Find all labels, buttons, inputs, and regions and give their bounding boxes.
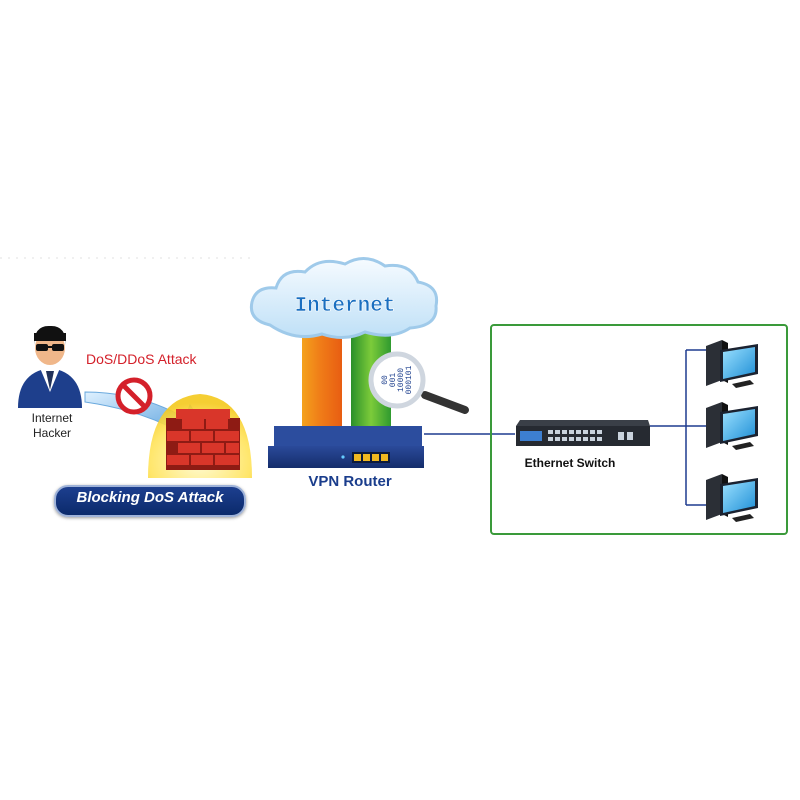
blocking-badge-label: Blocking DoS Attack xyxy=(76,489,224,506)
pc-icon xyxy=(706,340,758,388)
pc-icon xyxy=(706,474,758,522)
binary-text: 00 001 10000 000101 xyxy=(381,365,414,394)
switch-pc-links xyxy=(650,349,708,506)
pc-icon xyxy=(706,402,758,450)
binary-line: 10000 xyxy=(397,368,406,392)
magnifier-icon xyxy=(368,351,469,414)
ethernet-switch-device xyxy=(516,420,650,446)
binary-line: 000101 xyxy=(405,365,414,394)
hacker-icon xyxy=(18,325,82,408)
brick-wall-icon xyxy=(166,409,240,470)
prohibited-icon xyxy=(115,377,153,415)
hacker-label-line2: Hacker xyxy=(32,426,71,440)
binary-line: 001 xyxy=(389,373,398,388)
blocking-badge xyxy=(54,485,246,517)
hacker-label-line1: Internet xyxy=(31,411,73,425)
cloud-label: Internet xyxy=(295,295,396,318)
internet-cloud-icon xyxy=(249,257,439,339)
switch-label: Ethernet Switch xyxy=(524,456,616,470)
attack-label: DoS/DDoS Attack xyxy=(86,351,197,367)
binary-line: 00 xyxy=(381,375,390,385)
router-label: VPN Router xyxy=(308,473,392,490)
internet-link-orange xyxy=(302,330,342,430)
hacker-label: Internet Hacker xyxy=(20,411,84,441)
lan-group-box xyxy=(490,324,788,535)
vpn-router-device xyxy=(268,426,424,468)
